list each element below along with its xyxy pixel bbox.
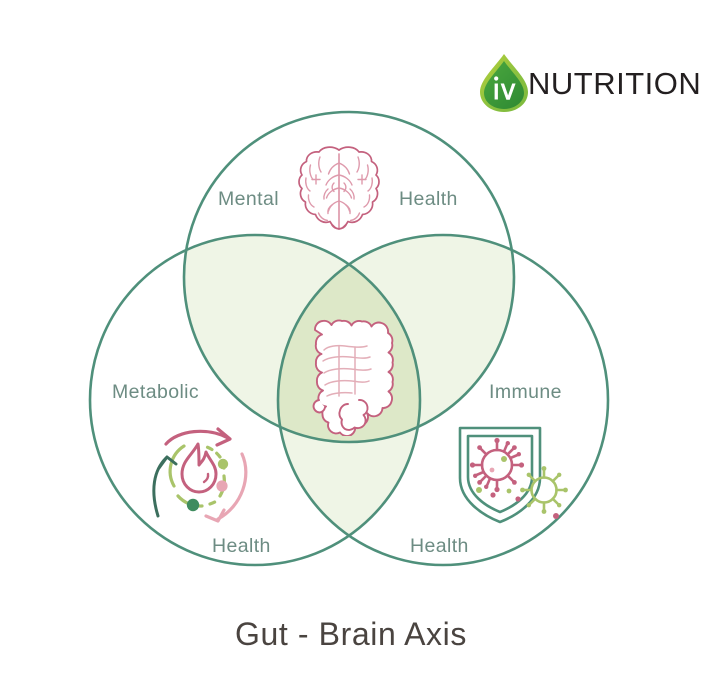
intestine-icon [295,308,405,437]
virus-green [520,466,568,514]
brand-logo: NUTRITION [478,52,701,114]
venn-circle-metabolic[interactable] [88,233,422,567]
venn-circle-immune[interactable] [276,233,610,567]
venn-label-immune: Immune [489,381,562,403]
venn-center-region [278,235,420,442]
venn-label-metabolic: Metabolic [112,381,200,403]
venn-label-mental-health: Health [399,188,458,210]
venn-label-mental: Mental [218,188,279,210]
brain-icon [296,143,382,235]
page-title: Gut - Brain Axis [235,616,467,652]
venn-label-metabolic-health: Health [212,535,271,557]
shield-virus-icon [452,420,574,528]
venn-label-immune-health: Health [410,535,469,557]
leaf-droplet-icon [478,52,530,114]
cycle-node-pink [216,480,228,492]
venn-circle-mental[interactable] [182,110,516,444]
cycle-node-green-dark [186,498,200,512]
brand-wordmark: NUTRITION [528,65,702,101]
metabolism-flame-cycle-icon [152,424,260,528]
virus-pink [469,437,525,493]
virus-particles [476,487,559,519]
cycle-node-green-small [217,458,229,470]
